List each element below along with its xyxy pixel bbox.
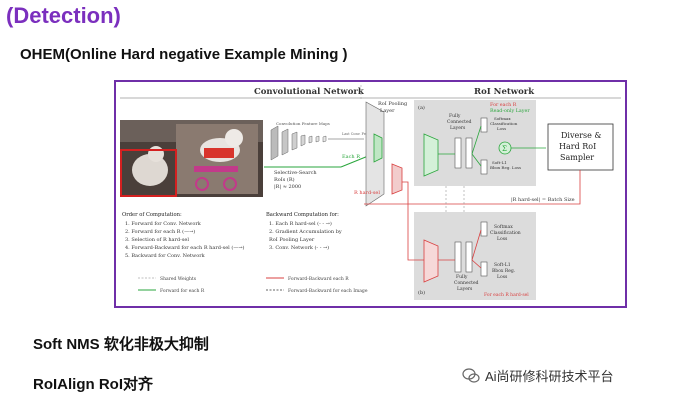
sum-symbol: Σ bbox=[502, 145, 507, 153]
order-item-5: 5. Backward for Conv. Network bbox=[125, 253, 206, 259]
panel-b-label: (b) bbox=[418, 289, 425, 296]
fc-a-bar-1 bbox=[454, 137, 462, 169]
softmax-b-3: Loss bbox=[497, 236, 508, 242]
slide-title: (Detection) bbox=[6, 3, 121, 28]
reg-b-layer bbox=[480, 261, 488, 277]
wechat-icon bbox=[462, 367, 480, 383]
hard-roi-box bbox=[120, 149, 177, 197]
cls-a-layer bbox=[480, 117, 488, 133]
fc-b-bar-1 bbox=[454, 241, 462, 273]
last-conv-label: Last Conv. Feature Map bbox=[342, 132, 385, 136]
fc-a-label-2: Connected bbox=[447, 119, 472, 125]
legend-forward: Forward for each R bbox=[160, 288, 205, 294]
for-each-r-label: For each R bbox=[490, 102, 517, 108]
sampler-line-2: Hard RoI bbox=[559, 142, 596, 151]
ohem-diagram: Convolutional Network RoI Network bbox=[120, 85, 621, 300]
batch-size-label: |R hard-sel| = Batch Size bbox=[511, 197, 575, 203]
cls-b-layer bbox=[480, 221, 488, 237]
bbox-b-2: Bbox Reg. bbox=[492, 268, 516, 274]
red-feedback-path bbox=[364, 170, 581, 205]
backward-item-1: 1. Each R hard-sel (- - →) bbox=[269, 220, 332, 227]
red-roi-volume bbox=[423, 239, 439, 283]
green-link-reg bbox=[471, 153, 482, 167]
input-image bbox=[120, 120, 263, 197]
order-item-1: 1. Forward for Conv. Network bbox=[125, 221, 202, 227]
roi-pool-label-1: RoI Pooling bbox=[378, 101, 408, 107]
backward-item-4: 3. Conv. Network (- - →) bbox=[269, 244, 329, 251]
conv-maps-label: Convolution Feature Maps bbox=[276, 121, 330, 126]
softmax-b-2: Classification bbox=[490, 230, 521, 236]
slide-subtitle: OHEM(Online Hard negative Example Mining… bbox=[20, 46, 348, 63]
fc-a-label-3: Layers bbox=[450, 125, 466, 131]
read-only-label: Read-only Layer bbox=[490, 108, 530, 114]
red-path-to-panel-b bbox=[402, 181, 424, 261]
roi-pool-label-2: Layer bbox=[380, 108, 395, 114]
fc-b-label-3: Layers bbox=[457, 286, 473, 292]
panel-a-label: (a) bbox=[418, 104, 425, 111]
backward-item-3: RoI Pooling Layer bbox=[269, 237, 315, 243]
green-roi-volume bbox=[423, 133, 439, 177]
red-roi-feature bbox=[391, 163, 403, 195]
conv-section-label: Convolutional Network bbox=[254, 87, 365, 97]
red-link-cls bbox=[471, 229, 482, 261]
roi-sampler-box bbox=[547, 123, 614, 171]
fc-b-label-1: Fully bbox=[456, 274, 468, 280]
order-title: Order of Computation: bbox=[122, 212, 182, 218]
bbox-b-1: Soft-L1 bbox=[494, 262, 511, 268]
ss-line-3: |R| ≈ 2000 bbox=[274, 184, 301, 190]
for-each-rhard-label: For each R hard-sel bbox=[484, 292, 529, 298]
order-item-2: 2. Forward for each R (—→) bbox=[125, 228, 195, 235]
watermark: Ai尚研修科研技术平台 bbox=[462, 366, 614, 385]
softmax-a-3: Loss bbox=[497, 126, 506, 131]
fc-a-bar-2 bbox=[465, 137, 473, 169]
ohem-architecture-figure: Convolutional Network RoI Network bbox=[114, 80, 627, 308]
order-item-4: 4. Forward-Backward for each R hard-sel … bbox=[125, 244, 245, 251]
sampler-line-3: Sampler bbox=[560, 153, 594, 162]
sampler-line-1: Diverse & bbox=[561, 131, 602, 140]
backward-item-2: 2. Gradient Accumulation by bbox=[269, 229, 342, 235]
red-link-reg bbox=[471, 259, 482, 269]
conv-feature-maps bbox=[270, 125, 327, 161]
softmax-b-1: Softmax bbox=[494, 224, 513, 230]
order-item-3: 3. Selection of R hard-sel bbox=[125, 237, 189, 243]
fc-b-label-2: Connected bbox=[454, 280, 479, 286]
roi-section-label: RoI Network bbox=[474, 87, 535, 97]
fc-b-bar-2 bbox=[465, 241, 473, 273]
legend-fb-image: Forward-Backward for each Image bbox=[288, 288, 368, 294]
ss-line-2: RoIs (R) bbox=[274, 176, 295, 183]
ss-line-1: Selective-Search bbox=[274, 170, 317, 176]
watermark-text: Ai尚研修科研技术平台 bbox=[485, 369, 614, 384]
reg-a-layer bbox=[480, 159, 488, 175]
green-link-cls bbox=[471, 125, 482, 155]
legend-fb-each: Forward-Backward each R bbox=[288, 276, 349, 282]
bbox-b-3: Loss bbox=[497, 274, 508, 280]
backward-title: Backward Computation for: bbox=[266, 212, 339, 218]
note-soft-nms: Soft NMS 软化非极大抑制 bbox=[33, 336, 209, 353]
note-roialign: RoIAlign RoI对齐 bbox=[33, 376, 153, 393]
green-roi-feature bbox=[373, 133, 383, 163]
each-r-label: Each R bbox=[342, 154, 360, 160]
r-hard-label: R hard-sel bbox=[354, 190, 380, 196]
fc-a-label-1: Fully bbox=[449, 113, 461, 119]
bbox-a-1: Soft-L1 bbox=[492, 160, 507, 165]
softmax-a-1: Softmax bbox=[494, 116, 511, 121]
legend-shared: Shared Weights bbox=[160, 276, 197, 282]
softmax-a-2: Classification bbox=[490, 121, 518, 126]
bbox-a-2: Bbox Reg. Loss bbox=[490, 165, 521, 170]
